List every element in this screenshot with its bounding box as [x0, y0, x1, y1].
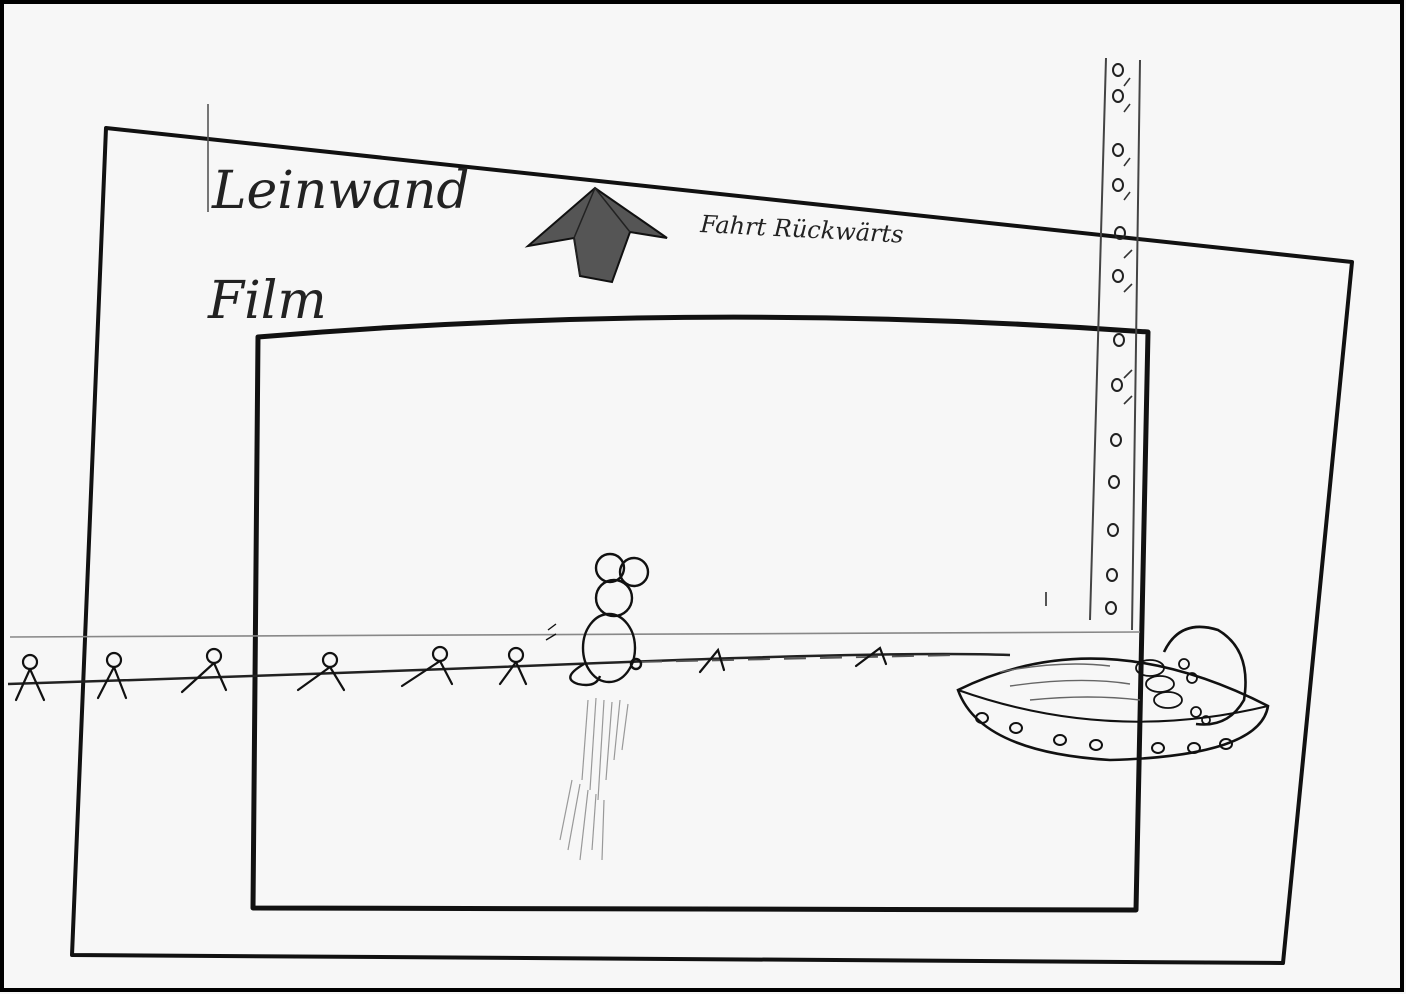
label-leinwand: Leinwand [211, 161, 470, 221]
label-film: Film [207, 271, 327, 331]
